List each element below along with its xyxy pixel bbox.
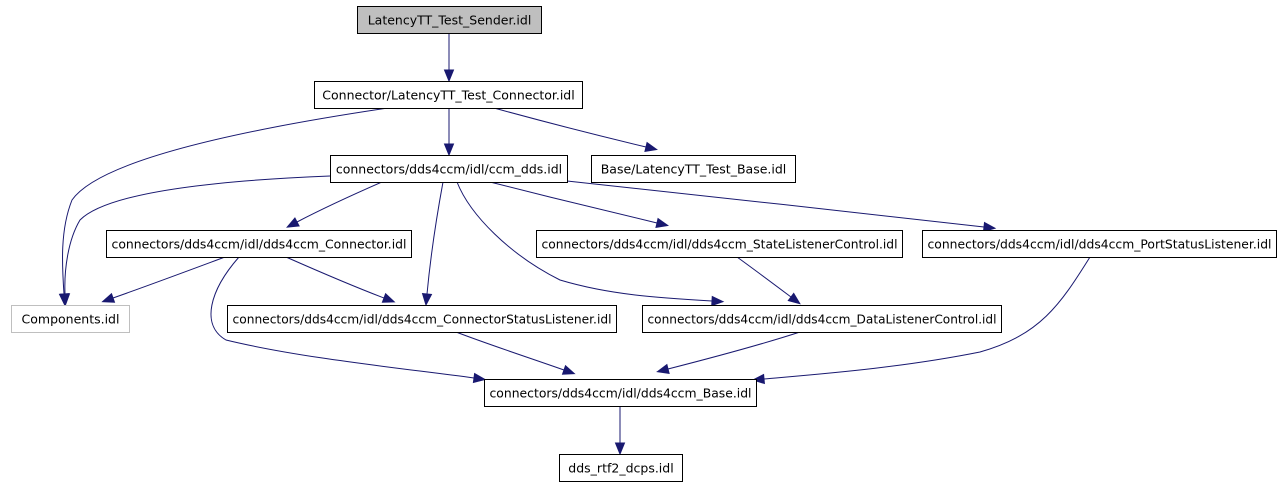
- arrowhead-icon: [655, 217, 669, 228]
- edge-port_status-to-dds_base: [751, 256, 1091, 385]
- node-box[interactable]: [484, 379, 757, 407]
- edge-line: [112, 256, 226, 299]
- edge-dds_connector-to-dds_base: [210, 256, 487, 384]
- node-dds-connector[interactable]: connectors/dds4ccm/idl/dds4ccm_Connector…: [106, 230, 412, 258]
- arrowhead-icon: [443, 143, 455, 157]
- node-label: Base/LatencyTT_Test_Base.idl: [601, 162, 787, 177]
- edge-sender-to-connector: [443, 33, 455, 83]
- node-box[interactable]: [227, 305, 617, 333]
- edge-ccm_dds-to-dds_connector: [286, 181, 383, 228]
- node-sender[interactable]: LatencyTT_Test_Sender.idl: [357, 6, 542, 34]
- edge-ccm_dds-to-port_status: [566, 180, 997, 233]
- arrowhead-icon: [982, 221, 997, 233]
- node-label: connectors/dds4ccm/idl/dds4ccm_DataListe…: [648, 312, 997, 327]
- node-data-listener[interactable]: connectors/dds4ccm/idl/dds4ccm_DataListe…: [642, 305, 1002, 333]
- node-port-status[interactable]: connectors/dds4ccm/idl/dds4ccm_PortStatu…: [922, 230, 1277, 258]
- node-components[interactable]: Components.idl: [11, 305, 130, 333]
- edge-dds_base-to-dcps: [614, 406, 626, 456]
- arrowhead-icon: [787, 292, 801, 305]
- edge-line: [736, 256, 792, 298]
- edge-line: [296, 181, 383, 223]
- edge-line: [210, 256, 475, 379]
- edges-layer: [58, 33, 1091, 456]
- edge-data_listener-to-dds_base: [656, 331, 801, 374]
- edge-line: [426, 181, 444, 295]
- node-box[interactable]: [11, 305, 130, 333]
- node-conn-status[interactable]: connectors/dds4ccm/idl/dds4ccm_Connector…: [227, 305, 617, 333]
- arrowhead-icon: [644, 141, 658, 152]
- node-base-test[interactable]: Base/LatencyTT_Test_Base.idl: [591, 155, 796, 183]
- node-connector[interactable]: Connector/LatencyTT_Test_Connector.idl: [314, 81, 583, 109]
- arrowhead-icon: [381, 292, 396, 303]
- node-box[interactable]: [314, 81, 583, 109]
- node-box[interactable]: [357, 6, 542, 34]
- edge-ccm_dds-to-conn_status: [421, 181, 444, 307]
- node-dcps[interactable]: dds_rtf2_dcps.idl: [559, 454, 683, 482]
- edge-dds_connector-to-conn_status: [285, 256, 396, 303]
- node-box[interactable]: [642, 305, 1002, 333]
- arrowhead-icon: [656, 363, 670, 374]
- node-label: connectors/dds4ccm/idl/dds4ccm_StateList…: [542, 237, 898, 252]
- node-box[interactable]: [106, 230, 412, 258]
- edge-line: [456, 181, 713, 302]
- arrowhead-icon: [101, 292, 116, 303]
- edge-line: [566, 180, 985, 228]
- node-label: connectors/dds4ccm/idl/dds4ccm_Connector…: [112, 237, 407, 252]
- node-box[interactable]: [591, 155, 796, 183]
- node-box[interactable]: [922, 230, 1277, 258]
- edge-conn_status-to-dds_base: [455, 331, 576, 375]
- edge-ccm_dds-to-state_listener: [489, 181, 669, 228]
- edge-ccm_dds-to-components: [59, 175, 331, 307]
- arrowhead-icon: [443, 69, 455, 83]
- edge-line: [489, 181, 658, 224]
- edge-connector-to-ccm_dds: [443, 108, 455, 157]
- node-label: connectors/dds4ccm/idl/ccm_dds.idl: [336, 162, 562, 177]
- arrowhead-icon: [286, 217, 300, 228]
- node-label: LatencyTT_Test_Sender.idl: [368, 13, 532, 28]
- edge-dds_connector-to-components: [101, 256, 226, 303]
- arrowhead-icon: [614, 442, 626, 456]
- node-ccm-dds[interactable]: connectors/dds4ccm/idl/ccm_dds.idl: [330, 155, 568, 183]
- arrowhead-icon: [421, 293, 433, 307]
- node-box[interactable]: [536, 230, 903, 258]
- arrowhead-icon: [59, 293, 71, 307]
- node-label: Connector/LatencyTT_Test_Connector.idl: [322, 88, 574, 103]
- edge-line: [667, 331, 801, 370]
- arrowhead-icon: [561, 364, 576, 375]
- edge-connector-to-base_test: [493, 107, 658, 152]
- node-label: connectors/dds4ccm/idl/dds4ccm_PortStatu…: [928, 237, 1272, 252]
- node-label: connectors/dds4ccm/idl/dds4ccm_Connector…: [233, 312, 612, 327]
- arrowhead-icon: [472, 372, 487, 384]
- edge-state_listener-to-data_listener: [736, 256, 801, 305]
- node-label: dds_rtf2_dcps.idl: [568, 461, 673, 476]
- edge-line: [64, 175, 331, 295]
- node-box[interactable]: [559, 454, 683, 482]
- node-dds-base[interactable]: connectors/dds4ccm/idl/dds4ccm_Base.idl: [484, 379, 757, 407]
- node-label: connectors/dds4ccm/idl/dds4ccm_Base.idl: [490, 386, 752, 401]
- arrowhead-icon: [711, 295, 725, 307]
- edge-ccm_dds-to-data_listener: [456, 181, 725, 307]
- edge-line: [61, 107, 389, 295]
- edge-line: [285, 256, 385, 299]
- edge-connector-to-components: [58, 107, 389, 307]
- edge-line: [763, 256, 1091, 380]
- node-box[interactable]: [330, 155, 568, 183]
- node-state-listener[interactable]: connectors/dds4ccm/idl/dds4ccm_StateList…: [536, 230, 903, 258]
- edge-line: [493, 107, 647, 148]
- node-label: Components.idl: [22, 312, 120, 327]
- edge-line: [455, 331, 565, 371]
- nodes-layer: LatencyTT_Test_Sender.idlConnector/Laten…: [11, 6, 1277, 482]
- arrowhead-icon: [751, 373, 765, 385]
